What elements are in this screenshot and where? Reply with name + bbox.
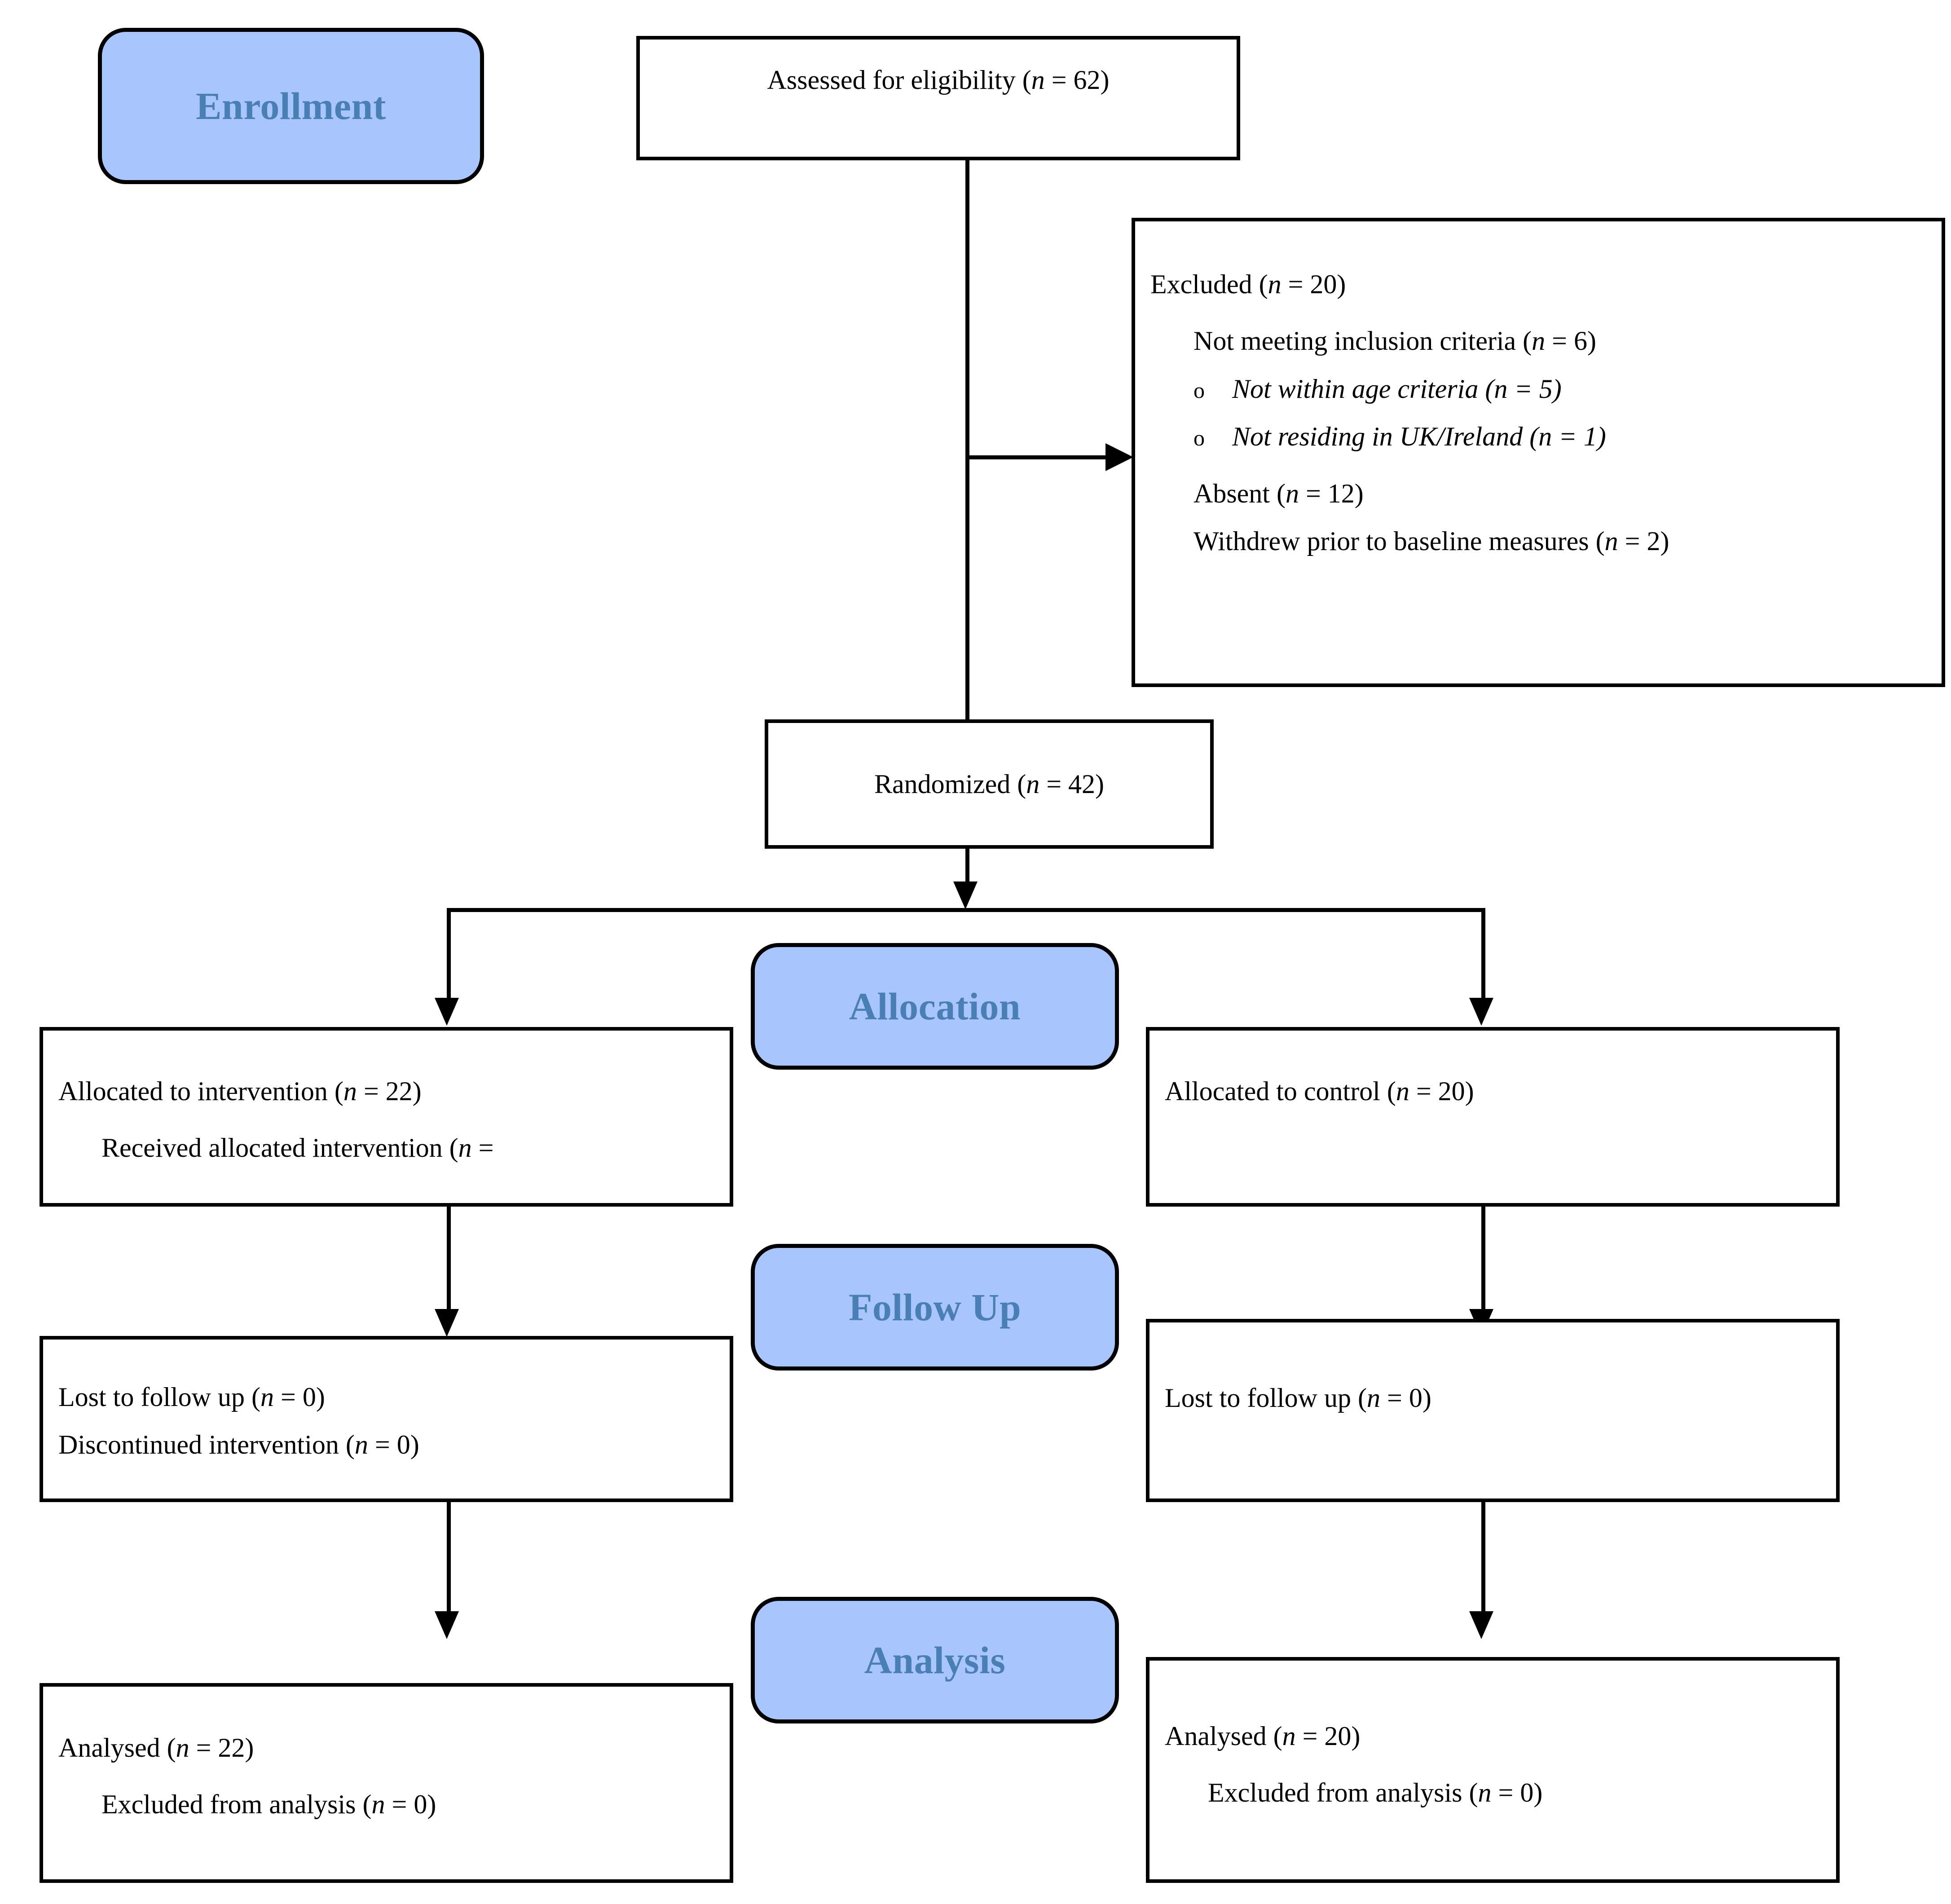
stage-badge-analysis-label: Analysis	[864, 1639, 1006, 1682]
bullet-circle-icon: o	[1194, 425, 1205, 451]
stage-badge-enrollment: Enrollment	[98, 28, 484, 184]
connector-control-to-analysis	[1481, 1502, 1485, 1621]
followup-intervention-line-2: Discontinued intervention (n = 0)	[58, 1430, 419, 1460]
arrowhead-to-excluded	[1105, 443, 1133, 471]
arrowhead-control-analysis	[1469, 1611, 1493, 1639]
stage-badge-enrollment-label: Enrollment	[196, 84, 386, 128]
analysis-intervention-line-1: Analysed (n = 22)	[58, 1733, 254, 1763]
randomized-line-1: Randomized (n = 42)	[874, 769, 1105, 799]
excluded-sub-item-1-label: Not within age criteria (n = 5)	[1232, 374, 1562, 404]
connector-assessed-trunk	[965, 160, 969, 719]
box-followup-intervention: Lost to follow up (n = 0) Discontinued i…	[40, 1336, 733, 1502]
analysis-control-line-2: Excluded from analysis (n = 0)	[1208, 1778, 1543, 1808]
box-allocated-to-control: Allocated to control (n = 20)	[1146, 1027, 1840, 1207]
excluded-item-2: Absent (n = 12)	[1194, 478, 1364, 508]
assessed-line-1: Assessed for eligibility (n = 62)	[767, 65, 1110, 95]
box-allocated-to-intervention: Allocated to intervention (n = 22) Recei…	[40, 1027, 733, 1207]
connector-randomized-down	[965, 849, 969, 887]
box-excluded: Excluded (n = 20) Not meeting inclusion …	[1132, 218, 1945, 687]
excluded-sub-item-1: o Not within age criteria (n = 5)	[1150, 371, 1926, 407]
connector-intervention-to-analysis	[447, 1502, 451, 1621]
alloc-intervention-line-1: Allocated to intervention (n = 22)	[58, 1076, 422, 1106]
arrowhead-intervention-analysis	[435, 1611, 459, 1639]
excluded-sub-item-2-label: Not residing in UK/Ireland (n = 1)	[1232, 422, 1606, 452]
box-randomized: Randomized (n = 42)	[765, 719, 1214, 849]
analysis-control-line-1: Analysed (n = 20)	[1165, 1721, 1361, 1751]
box-assessed-for-eligibility: Assessed for eligibility (n = 62)	[636, 36, 1240, 160]
connector-intervention-to-followup	[447, 1207, 451, 1319]
alloc-control-line-1: Allocated to control (n = 20)	[1165, 1076, 1474, 1106]
connector-control-to-followup	[1481, 1207, 1485, 1319]
analysis-intervention-line-2: Excluded from analysis (n = 0)	[101, 1789, 436, 1820]
stage-badge-follow-up-label: Follow Up	[848, 1286, 1022, 1329]
excluded-item-1: Not meeting inclusion criteria (n = 6)	[1194, 326, 1596, 356]
arrowhead-allocation-right	[1469, 998, 1493, 1026]
connector-assessed-to-excluded	[965, 455, 1109, 459]
arrowhead-allocation-left	[435, 998, 459, 1026]
stage-badge-allocation: Allocation	[751, 943, 1119, 1070]
connector-allocation-left-drop	[447, 908, 451, 1009]
box-analysis-intervention: Analysed (n = 22) Excluded from analysis…	[40, 1683, 733, 1883]
box-followup-control: Lost to follow up (n = 0)	[1146, 1319, 1840, 1502]
excluded-item-3: Withdrew prior to baseline measures (n =…	[1194, 526, 1669, 556]
stage-badge-allocation-label: Allocation	[849, 985, 1021, 1028]
alloc-intervention-line-2: Received allocated intervention (n =	[101, 1133, 494, 1163]
excluded-heading: Excluded (n = 20)	[1150, 269, 1346, 299]
excluded-sub-item-2: o Not residing in UK/Ireland (n = 1)	[1150, 419, 1926, 454]
stage-badge-analysis: Analysis	[751, 1597, 1119, 1723]
stage-badge-follow-up: Follow Up	[751, 1244, 1119, 1371]
connector-allocation-right-drop	[1481, 908, 1485, 1009]
connector-allocation-split-bar	[447, 908, 1485, 912]
bullet-circle-icon: o	[1194, 377, 1205, 403]
arrowhead-intervention-followup	[435, 1309, 459, 1337]
arrowhead-randomized-down	[953, 881, 978, 909]
followup-control-line-1: Lost to follow up (n = 0)	[1165, 1383, 1431, 1413]
followup-intervention-line-1: Lost to follow up (n = 0)	[58, 1382, 325, 1412]
box-analysis-control: Analysed (n = 20) Excluded from analysis…	[1146, 1657, 1840, 1883]
